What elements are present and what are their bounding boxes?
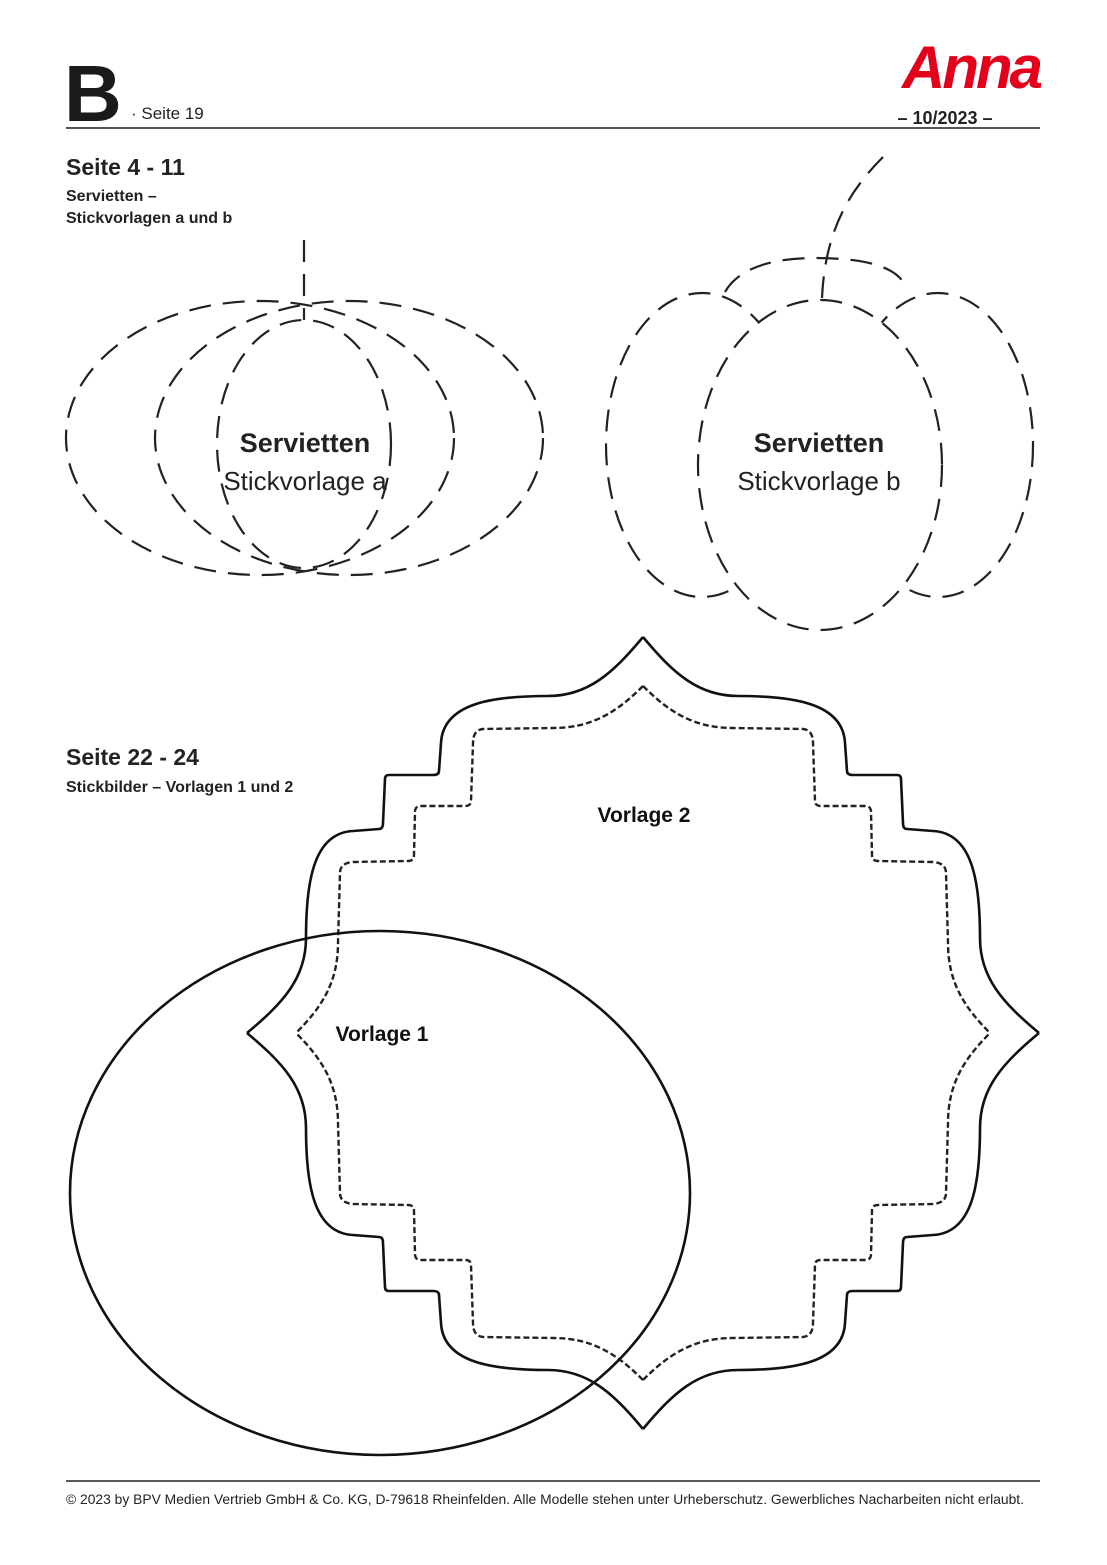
ellipse-template-1 — [68, 929, 692, 1457]
pumpkin-template-b: Servietten Stickvorlage b — [604, 156, 1035, 632]
section-letter: B — [64, 49, 122, 138]
pumpkin-a-center-lobe — [215, 318, 393, 570]
template-2-label: Vorlage 2 — [598, 804, 691, 827]
section2-title: Seite 22 - 24 — [66, 744, 199, 770]
template-b-label: Stickvorlage b — [737, 466, 900, 496]
footer-copyright: © 2023 by BPV Medien Vertrieb GmbH & Co.… — [66, 1491, 1024, 1507]
template-a-title: Servietten — [240, 428, 371, 458]
template-a-label: Stickvorlage a — [223, 466, 387, 496]
pumpkin-a-right-lobe — [153, 299, 545, 577]
section1-title: Seite 4 - 11 — [66, 154, 185, 180]
pumpkin-a-left-lobe — [64, 299, 456, 577]
frame-template-2 — [245, 635, 1041, 1431]
issue-label: – 10/2023 – — [897, 108, 992, 128]
template-1-label: Vorlage 1 — [336, 1023, 429, 1046]
brand-logo: Anna — [900, 34, 1042, 101]
section2-subtitle: Stickbilder – Vorlagen 1 und 2 — [66, 779, 293, 796]
pumpkin-b-top-arc — [724, 256, 906, 293]
pumpkin-b-stem — [820, 156, 884, 299]
template-b-title: Servietten — [754, 428, 885, 458]
section1-subtitle-2: Stickvorlagen a und b — [66, 210, 232, 227]
pumpkin-b-center-lobe — [696, 298, 944, 632]
pumpkin-template-a: Servietten Stickvorlage a — [64, 240, 545, 577]
page-label: · Seite 19 — [131, 104, 204, 123]
section1-subtitle-1: Servietten – — [66, 188, 157, 205]
